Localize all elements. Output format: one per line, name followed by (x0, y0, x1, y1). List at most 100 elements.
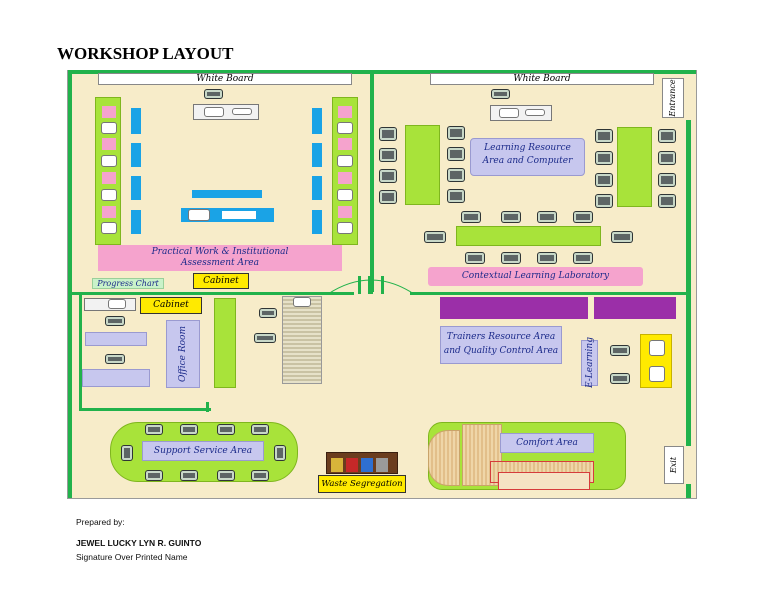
computer-monitor (188, 209, 210, 221)
whiteboard-left-label: White Board (196, 74, 254, 84)
chair (659, 130, 675, 142)
computer-monitor (337, 122, 353, 134)
trainers-area-label-line1: Trainers Resource Area (446, 332, 556, 342)
wall-left (68, 70, 72, 498)
workbench (338, 106, 352, 118)
contextual-table (456, 226, 601, 246)
comfort-sofa (428, 430, 460, 486)
trainers-area-label-line2: and Quality Control Area (443, 346, 559, 356)
chair (275, 446, 285, 460)
page-title: WORKSHOP LAYOUT (57, 44, 234, 63)
chair (659, 195, 675, 207)
progress-chart (92, 278, 164, 289)
chair (448, 127, 464, 139)
e-learning-label: E-Learning (585, 337, 595, 388)
wall-mid-left (72, 292, 354, 295)
computer-monitor (101, 122, 117, 134)
chair (538, 212, 556, 222)
cabinet-shelf (214, 298, 236, 388)
chair (218, 471, 234, 480)
practical-work-area (98, 245, 342, 271)
chair (596, 195, 612, 207)
entrance-marker (662, 78, 684, 118)
chair (146, 425, 162, 434)
door-frame-right (381, 276, 384, 294)
wall-top (68, 70, 696, 74)
chair (380, 149, 396, 161)
workbench (102, 172, 116, 184)
chair (611, 374, 629, 383)
contextual-lab-area (428, 267, 643, 286)
chair (502, 212, 520, 222)
computer-monitor (337, 222, 353, 234)
workbench (102, 138, 116, 150)
waste-bin (376, 458, 388, 472)
workbench (338, 138, 352, 150)
waste-bin (346, 458, 358, 472)
chair (122, 446, 132, 460)
computer-monitor (101, 222, 117, 234)
wall-center-vertical (370, 72, 374, 292)
chair (181, 425, 197, 434)
preparer-name: JEWEL LUCKY LYN R. GUINTO (76, 538, 202, 548)
work-table (131, 176, 141, 200)
whiteboard-right (430, 73, 654, 85)
workbench (338, 206, 352, 218)
table-right (332, 97, 358, 245)
signature-caption: Signature Over Printed Name (76, 552, 188, 562)
chair (106, 355, 124, 363)
door-frame-mid (368, 276, 373, 294)
computer-monitor (101, 189, 117, 201)
chair (466, 253, 484, 263)
table-left (95, 97, 121, 245)
office-desk (85, 332, 147, 346)
practical-work-label-line2: Assessment Area (181, 258, 259, 268)
trainers-resource-area (440, 326, 562, 364)
cabinet-office: Cabinet (140, 297, 202, 314)
computer-monitor (337, 155, 353, 167)
wall-office-vertical (79, 295, 82, 411)
chair (574, 212, 592, 222)
office-room (166, 320, 200, 388)
support-service-label: Support Service Area (153, 446, 253, 456)
chair (252, 471, 268, 480)
door-swing (327, 279, 415, 295)
workbench (102, 206, 116, 218)
chair (659, 152, 675, 164)
computer-monitor (649, 340, 665, 356)
office-desk (82, 369, 150, 387)
wall-office-post (206, 402, 209, 412)
computer-monitor (337, 189, 353, 201)
chair (181, 471, 197, 480)
trainers-cabinet (594, 297, 676, 319)
workbench (102, 106, 116, 118)
storage-shelves (282, 296, 322, 384)
contextual-lab-label: Contextual Learning Laboratory (461, 271, 610, 281)
wall-right-lower (686, 484, 691, 498)
table-right (617, 127, 652, 207)
wall-right (686, 120, 691, 446)
learning-resource-label-line1: Learning Resource (484, 143, 571, 153)
workbench (338, 172, 352, 184)
chair (596, 130, 612, 142)
chair (538, 253, 556, 263)
chair (502, 253, 520, 263)
e-learning-area (581, 340, 598, 386)
comfort-area (500, 433, 594, 453)
exit-marker (664, 446, 684, 484)
whiteboard-left (98, 73, 352, 85)
practical-work-label-line1: Practical Work & Institutional (151, 247, 289, 257)
office-room-label: Office Room (178, 326, 188, 383)
computer-monitor (204, 107, 224, 117)
wall-office-bottom (79, 408, 211, 411)
work-table (131, 143, 141, 167)
comfort-mat (498, 472, 590, 490)
chair (205, 90, 222, 98)
chair (380, 170, 396, 182)
whiteboard-right-label: White Board (513, 74, 571, 84)
comfort-area-label: Comfort Area (516, 438, 578, 448)
support-service-area (142, 441, 264, 461)
chair (448, 190, 464, 202)
trainers-cabinet (440, 297, 588, 319)
waste-segregation-label: Waste Segregation (318, 475, 406, 493)
